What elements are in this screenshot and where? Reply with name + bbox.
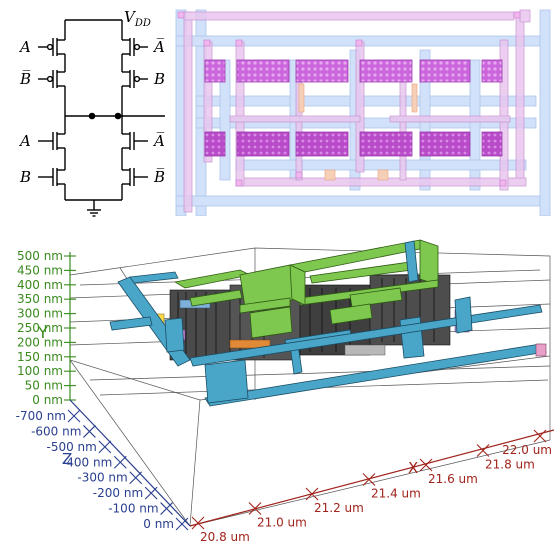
pmos-left-label-0: A <box>18 38 31 56</box>
vdd-label: VDD <box>124 8 151 29</box>
z-tick-mark <box>83 425 96 438</box>
xor-schematic <box>38 19 165 217</box>
x-tick-label: 21.4 um <box>371 487 421 501</box>
x-axis-line <box>189 429 554 527</box>
pmos-right-bottom <box>121 64 148 116</box>
z-tick-mark <box>98 440 112 454</box>
nmos-left-top <box>38 128 66 164</box>
y-tick-label: 0 nm <box>32 393 63 407</box>
nmos-left-label-0: A <box>18 132 31 150</box>
z-tick-mark <box>144 486 158 500</box>
z-tick-label: -600 nm <box>31 424 81 438</box>
z-tick-label: -200 nm <box>93 486 143 500</box>
layout-poly <box>298 83 418 181</box>
corner-pad <box>535 343 547 357</box>
z-tick-mark <box>67 409 81 423</box>
x-tick-mark <box>305 487 319 501</box>
layout-diffusion <box>204 59 503 157</box>
schematic-labels: VDD A B̅ A̅ B A B A̅ B̅ <box>18 8 165 186</box>
x-tick-label: 21.0 um <box>257 516 307 530</box>
x-tick-mark <box>533 429 547 443</box>
x-tick-label: 21.6 um <box>428 472 478 486</box>
nmos-right-top <box>121 128 148 164</box>
pmos-right-label-1: B <box>153 70 165 88</box>
x-tick-mark <box>476 444 490 457</box>
y-tick-label: 200 nm <box>17 335 63 349</box>
z-tick-label: 0 nm <box>143 517 174 531</box>
y-tick-label: 500 nm <box>17 249 63 263</box>
pmos-left-label-1: B̅ <box>19 69 31 88</box>
nmos-left-bottom <box>38 164 66 200</box>
x-tick-mark <box>419 458 433 472</box>
x-axis-name: X <box>408 459 418 477</box>
y-tick-label: 450 nm <box>17 263 63 277</box>
x-tick-label: 20.8 um <box>200 530 250 544</box>
layout-view <box>175 8 551 216</box>
z-tick-label: -500 nm <box>47 440 97 454</box>
layout-metal2 <box>183 9 531 213</box>
nmos-right-label-1: B̅ <box>153 167 165 186</box>
y-tick-label: 100 nm <box>17 364 63 378</box>
y-tick-label: 150 nm <box>17 350 63 364</box>
y-axis-name: Y <box>37 323 48 342</box>
x-tick-mark <box>362 473 376 486</box>
y-tick-label: 400 nm <box>17 278 63 292</box>
nmos-left-label-1: B <box>19 168 31 186</box>
pmos-right-top <box>121 34 148 64</box>
pmos-left-top <box>38 34 66 64</box>
top-metal-layer <box>173 239 439 339</box>
z-tick-label: -300 nm <box>77 471 127 485</box>
nmos-right-bottom <box>121 164 148 200</box>
x-tick-mark <box>248 502 262 515</box>
z-axis-name: Z <box>62 450 72 468</box>
x-tick-label: 21.8 um <box>485 458 535 472</box>
layout-contacts <box>177 11 521 187</box>
z-tick-mark <box>160 502 173 515</box>
z-tick-label: -400 nm <box>62 455 112 469</box>
pmos-right-label-0: A̅ <box>152 37 165 56</box>
y-tick-label: 350 nm <box>17 292 63 306</box>
z-tick-label: -700 nm <box>16 409 66 423</box>
lower-metal-layer <box>109 240 547 407</box>
z-axis: -700 nm-600 nm -500 nm-400 nm -300 nm-200 … <box>16 399 191 531</box>
nmos-right-label-0: A̅ <box>152 131 165 150</box>
x-tick-label: 21.2 um <box>314 501 364 515</box>
z-tick-mark <box>129 471 143 485</box>
z-tick-mark <box>113 455 127 469</box>
x-tick-label: 22.0 um <box>502 443 552 457</box>
x-axis: 20.8 um 21.0 um 21.2 um 21.4 um 21.6 um 21.8 … <box>189 429 554 544</box>
pmos-left-bottom <box>38 64 66 116</box>
z-tick-mark <box>175 517 189 531</box>
y-tick-label: 50 nm <box>25 379 63 393</box>
y-tick-label: 250 nm <box>17 321 63 335</box>
x-tick-mark <box>191 516 205 530</box>
z-tick-label: -100 nm <box>108 502 158 516</box>
y-tick-label: 300 nm <box>17 307 63 321</box>
